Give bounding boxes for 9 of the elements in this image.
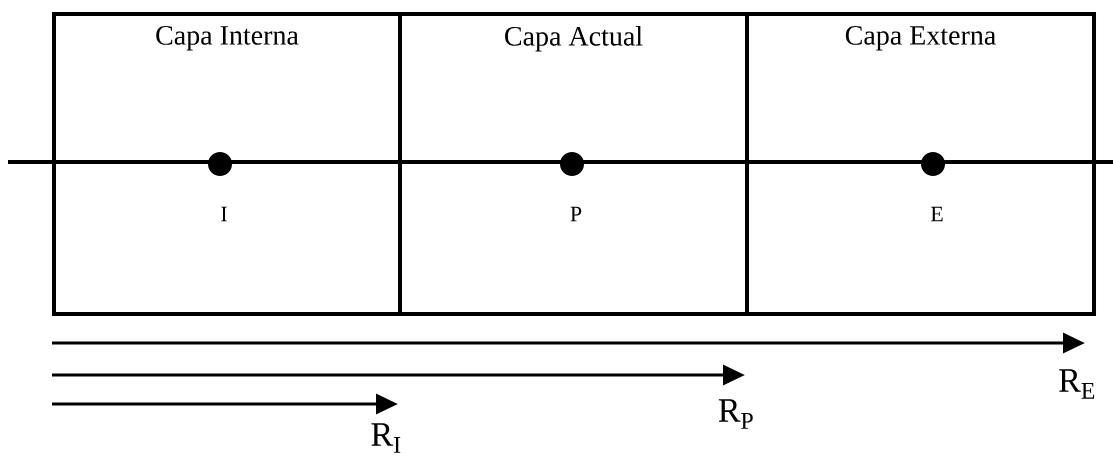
point-dot	[208, 152, 232, 176]
radius-label: R$_{P}$	[718, 399, 753, 429]
point-label: I	[221, 206, 227, 222]
radius-label: R$_{E}$	[1059, 369, 1095, 399]
point-label: P	[570, 206, 582, 222]
point-dot	[921, 152, 945, 176]
point-label: E	[930, 206, 943, 222]
point-dot	[560, 152, 584, 176]
radius-label: R$_{I}$	[371, 423, 401, 453]
